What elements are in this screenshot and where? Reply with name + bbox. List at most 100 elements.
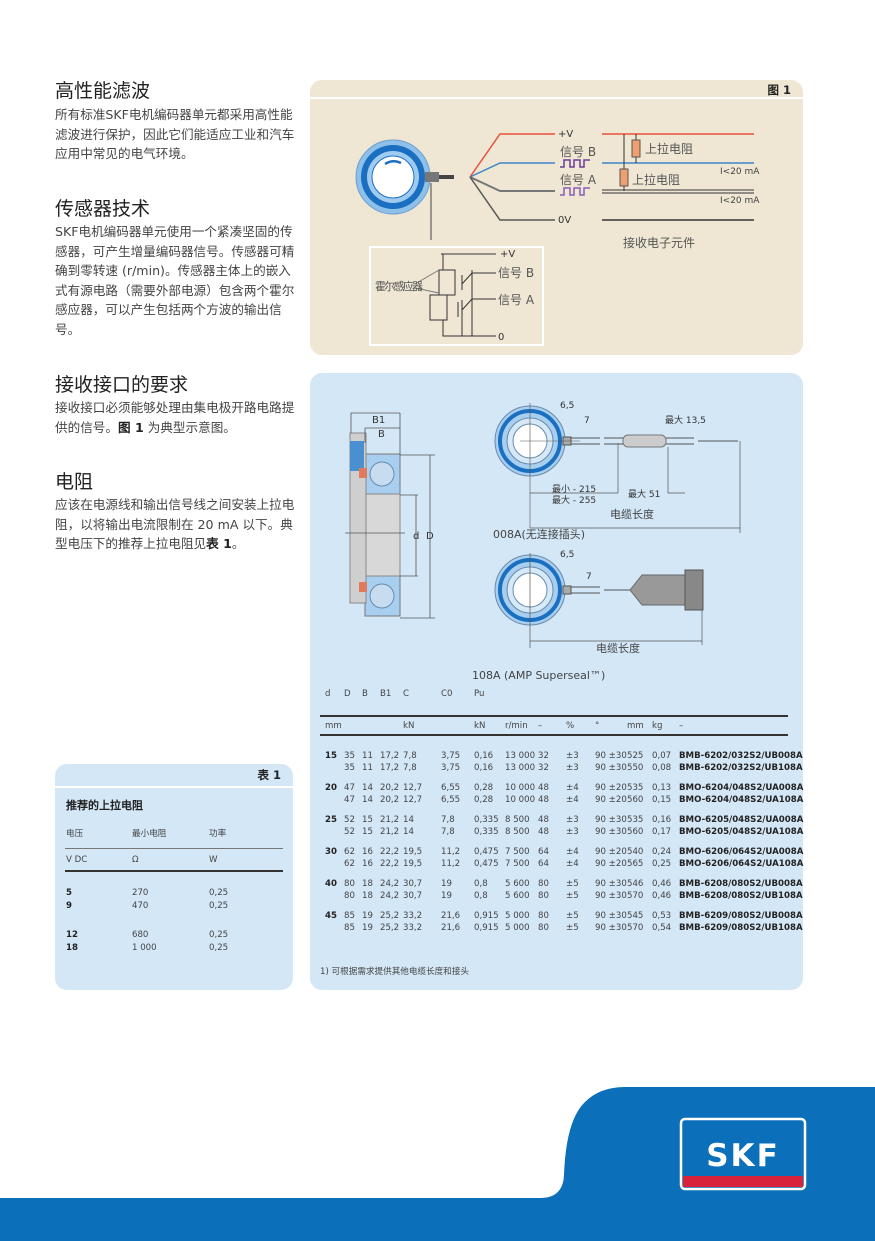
- table-cell: 25,2: [380, 911, 400, 921]
- designation-cell: BMO-6206/064S2/UA108A: [679, 859, 804, 869]
- table-cell: 1 000: [132, 943, 157, 953]
- table-cell: ±3: [566, 827, 579, 837]
- table-cell: 0,15: [652, 795, 672, 805]
- table-cell: 30: [325, 847, 337, 857]
- table-cell: 90 ±30: [595, 923, 627, 933]
- table-cell: 535: [627, 815, 644, 825]
- designation-cell: BMO-6204/048S2/UA008A: [679, 783, 804, 793]
- table-cell: 0,8: [474, 879, 488, 889]
- table-cell: 32: [538, 763, 549, 773]
- table-cell: 680: [132, 930, 149, 940]
- table-cell: 5 600: [505, 891, 530, 901]
- table-cell: 62: [344, 859, 355, 869]
- table-cell: 17,2: [380, 763, 400, 773]
- table-cell: 0,335: [474, 827, 499, 837]
- divider: [65, 870, 283, 872]
- table-cell: 0,16: [652, 815, 672, 825]
- table-cell: 0,28: [474, 783, 494, 793]
- table-cell: ±3: [566, 763, 579, 773]
- table-cell: 40: [325, 879, 337, 889]
- text: 接收接口必须能够处理由集电极开路电路提供的信号。: [55, 400, 295, 435]
- table-cell: 535: [627, 783, 644, 793]
- label-receiver: 接收电子元件: [623, 235, 695, 250]
- resistor-icon: [619, 168, 629, 187]
- dim-max-255: 最大 - 255: [552, 494, 596, 506]
- figure-1-panel: 图 1 +V 信号 B 信号 A: [310, 80, 803, 355]
- table-cell: 14: [403, 815, 414, 825]
- table-cell: 17,2: [380, 751, 400, 761]
- table-cell: 546: [627, 879, 644, 889]
- divider: [320, 715, 788, 717]
- dim-6-5-a: 6,5: [560, 401, 574, 411]
- text: 。: [231, 536, 245, 551]
- table-cell: 80: [538, 911, 549, 921]
- table-cell: 15: [325, 751, 337, 761]
- dim-b1: B1: [372, 415, 385, 426]
- table-cell: 565: [627, 859, 644, 869]
- table-cell: 0,335: [474, 815, 499, 825]
- table-cell: 5 000: [505, 923, 530, 933]
- table-cell: 10 000: [505, 795, 536, 805]
- table-cell: 6,55: [441, 783, 461, 793]
- table-cell: 33,2: [403, 911, 423, 921]
- table-footnote: 1) 可根据需求提供其他电缆长度和接头: [320, 967, 470, 977]
- text: 为典型示意图。: [143, 419, 236, 435]
- encoder-008a-drawing: [494, 373, 741, 533]
- label-inset-signal-a: 信号 A: [498, 293, 535, 307]
- table-cell: 64: [538, 847, 549, 857]
- heading-sensor: 传感器技术: [55, 198, 151, 220]
- resistor-icon: [631, 139, 641, 158]
- table-tag: 表 1: [257, 768, 281, 782]
- table-cell: 5 000: [505, 911, 530, 921]
- unit-header: –: [679, 721, 684, 731]
- skf-logo-text: SKF: [706, 1138, 780, 1174]
- label-inset-signal-b: 信号 B: [498, 266, 534, 280]
- text: 应该在电源线和输出信号线之间安装上拉电阻，以将输出电流限制在 20 mA 以下。…: [55, 497, 295, 551]
- table-cell: 0,915: [474, 911, 499, 921]
- table-cell: 12: [66, 930, 78, 940]
- table-header: 表 1: [55, 764, 293, 788]
- column-header: D: [344, 689, 351, 699]
- column-header: d: [325, 689, 331, 699]
- table-cell: 22,2: [380, 847, 400, 857]
- table-cell: 20,2: [380, 795, 400, 805]
- designation-cell: BMO-6205/048S2/UA108A: [679, 827, 804, 837]
- product-table-panel: B1 B d D 6,5 7 最大 13,5 最小 - 215 最大 - 255…: [310, 373, 803, 990]
- heading-filtering: 高性能滤波: [55, 80, 151, 102]
- table-cell: 48: [538, 827, 549, 837]
- dim-b: B: [378, 429, 385, 440]
- table-cell: 0,25: [209, 943, 229, 953]
- table-cell: 10 000: [505, 783, 536, 793]
- table-cell: 14: [362, 783, 373, 793]
- table-cell: 22,2: [380, 859, 400, 869]
- figure-tag: 图 1: [767, 83, 791, 97]
- table-cell: ±4: [566, 783, 579, 793]
- table-cell: 24,2: [380, 891, 400, 901]
- column-header: C0: [441, 689, 453, 699]
- skf-logo: SKF: [679, 1117, 807, 1191]
- table-cell: 16: [362, 859, 373, 869]
- figure-header: 图 1: [310, 80, 803, 99]
- table-cell: 80: [344, 891, 355, 901]
- heading-resistor: 电阻: [55, 471, 94, 493]
- table-cell: 35: [344, 751, 355, 761]
- table-cell: 32: [538, 751, 549, 761]
- table-cell: 0,25: [209, 930, 229, 940]
- table-cell: 19: [362, 911, 373, 921]
- bearing-section-drawing: [349, 432, 401, 617]
- table-cell: 5 600: [505, 879, 530, 889]
- unit-header: mm: [627, 721, 644, 731]
- dim-d-large: D: [426, 531, 434, 542]
- designation-cell: BMB-6208/080S2/UB108A: [679, 891, 803, 901]
- table-cell: 90 ±30: [595, 891, 627, 901]
- table-ref-link: 表 1: [206, 536, 232, 551]
- table-cell: 85: [344, 911, 355, 921]
- table-cell: 560: [627, 827, 644, 837]
- table-cell: 18: [66, 943, 78, 953]
- table-cell: 0,53: [652, 911, 672, 921]
- dim-d-small: d: [413, 531, 419, 542]
- encoder-108a-drawing: [494, 553, 704, 648]
- table-cell: 24,2: [380, 879, 400, 889]
- table-cell: 21,2: [380, 827, 400, 837]
